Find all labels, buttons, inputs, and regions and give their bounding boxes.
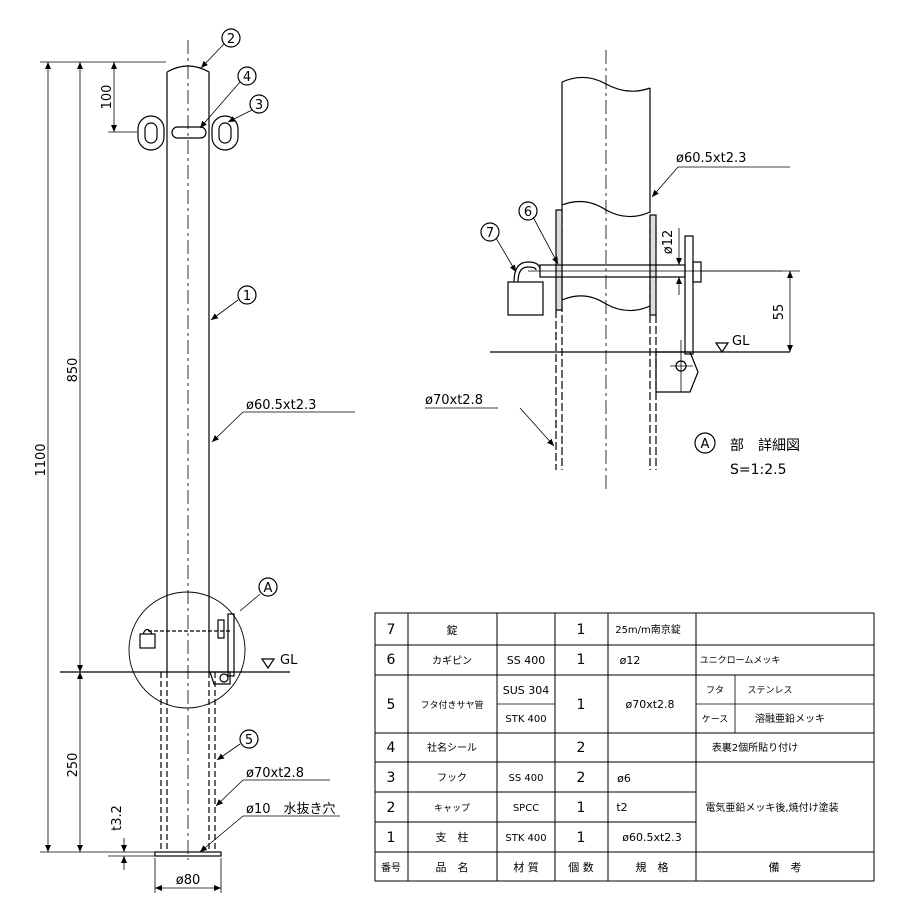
balloon-7-label: 7 <box>486 226 494 241</box>
detail-gl-label: GL <box>732 334 750 349</box>
row1-no: 1 <box>387 830 396 846</box>
row3-spec: ø6 <box>617 772 631 785</box>
row4-name: 社名シール <box>427 741 477 754</box>
balloon-5 <box>239 729 259 749</box>
dim-t32-label: t3.2 <box>110 805 125 831</box>
row2-note: 電気亜鉛メッキ後,焼付け塗装 <box>705 801 838 814</box>
detail-pipe-spec: ø60.5xt2.3 <box>676 151 746 166</box>
row2-qty: 1 <box>577 800 586 816</box>
dim-250-label: 250 <box>66 753 81 778</box>
balloon-6-label: 6 <box>524 205 532 220</box>
balloon-a <box>258 577 278 597</box>
row5-note: フタ <box>706 685 724 696</box>
dim-total-label: 1100 <box>34 443 49 476</box>
detail-flange <box>684 235 694 355</box>
detail-title-marker-label: A <box>701 437 710 452</box>
row1-name: 支 柱 <box>436 830 469 844</box>
header-note: 備 考 <box>769 861 802 874</box>
label-slot <box>171 126 207 139</box>
detail-title: 部 詳細図 <box>730 438 800 454</box>
dim-100-label: 100 <box>100 85 115 110</box>
header-material: 材 質 <box>513 860 539 874</box>
row4-qty: 2 <box>577 740 586 756</box>
row6-no: 6 <box>387 652 396 668</box>
header-spec: 規 格 <box>636 860 669 874</box>
row6-spec: ø12 <box>620 654 641 667</box>
detail-a-circle <box>128 591 246 709</box>
row4-no: 4 <box>387 740 396 756</box>
row6-name: カギピン <box>432 655 472 667</box>
detail-view-a <box>425 50 800 490</box>
row7-no: 7 <box>387 622 396 638</box>
row7-name: 錠 <box>447 623 458 637</box>
row7-qty: 1 <box>577 622 586 638</box>
main-sleeve-spec: ø70xt2.8 <box>246 766 304 781</box>
row5-material2: STK 400 <box>505 714 546 725</box>
hook-left <box>137 115 165 151</box>
row6-material: SS 400 <box>507 654 545 667</box>
row5-note-b: ステンレス <box>747 685 792 696</box>
row5-no: 5 <box>387 697 396 713</box>
balloon-7 <box>480 222 500 242</box>
balloon-a-label: A <box>264 581 273 596</box>
row4-note: 表裏2個所貼り付け <box>712 741 798 754</box>
row2-material: SPCC <box>513 803 539 814</box>
dim-base-label: ø80 <box>176 873 201 888</box>
detail-pin-dia: ø12 <box>661 230 676 255</box>
balloon-4 <box>237 66 257 86</box>
parts-table-text: 7 錠 1 25m/m南京錠 6 カギピン SS 400 1 ø12 ユニクロー… <box>381 622 839 874</box>
balloon-2-label: 2 <box>227 32 235 47</box>
detail-sleeve-left <box>555 209 563 311</box>
row3-material: SS 400 <box>509 773 544 784</box>
hook-right <box>211 115 239 151</box>
balloon-3-label: 3 <box>255 98 263 113</box>
post-body <box>166 65 210 672</box>
row7-spec: 25m/m南京錠 <box>615 623 681 636</box>
row3-name: フック <box>437 772 467 784</box>
dim-850-label: 850 <box>66 358 81 383</box>
balloon-4-label: 4 <box>243 70 251 85</box>
row2-name: キャップ <box>434 803 470 814</box>
row5-note2-b: 溶融亜鉛メッキ <box>755 712 825 725</box>
main-drain-hole: ø10 水抜き穴 <box>246 801 336 817</box>
detail-title-marker <box>694 432 716 454</box>
detail-sleeve-spec: ø70xt2.8 <box>425 393 483 408</box>
parts-table <box>374 612 875 882</box>
row1-spec: ø60.5xt2.3 <box>622 831 682 844</box>
base-plate <box>154 851 222 857</box>
header-qty: 個 数 <box>568 861 594 874</box>
main-gl-label: GL <box>280 653 298 668</box>
detail-view-text: ø60.5xt2.3 ø70xt2.8 ø12 55 GL 6 7 A 部 詳細… <box>425 151 800 478</box>
main-elevation-view <box>40 28 355 893</box>
row5-material: SUS 304 <box>503 684 550 697</box>
main-view-text: 1100 850 250 100 t3.2 ø80 ø60.5xt2.3 ø70… <box>34 32 336 888</box>
balloon-2 <box>221 28 241 48</box>
header-no: 番号 <box>381 862 401 874</box>
balloon-6 <box>518 201 538 221</box>
row3-no: 3 <box>387 770 396 786</box>
row1-qty: 1 <box>577 830 586 846</box>
row6-qty: 1 <box>577 652 586 668</box>
row5-qty: 1 <box>577 697 586 713</box>
detail-padlock <box>507 281 544 316</box>
row5-spec: ø70xt2.8 <box>625 698 674 711</box>
row6-note: ユニクロームメッキ <box>700 655 781 666</box>
balloon-5-label: 5 <box>245 733 253 748</box>
row2-no: 2 <box>387 800 396 816</box>
detail-scale: S=1:2.5 <box>730 462 787 478</box>
detail-dim-55: 55 <box>772 304 787 321</box>
row2-spec: t2 <box>616 801 627 814</box>
balloon-1-label: 1 <box>243 289 251 304</box>
row3-qty: 2 <box>577 770 586 786</box>
balloon-1 <box>237 285 257 305</box>
row5-note2: ケース <box>702 714 729 725</box>
header-name: 品 名 <box>436 860 469 874</box>
row1-material: STK 400 <box>505 833 546 844</box>
main-pipe-spec: ø60.5xt2.3 <box>246 398 316 413</box>
balloon-3 <box>249 94 269 114</box>
row5-name: フタ付きサヤ管 <box>420 699 483 711</box>
